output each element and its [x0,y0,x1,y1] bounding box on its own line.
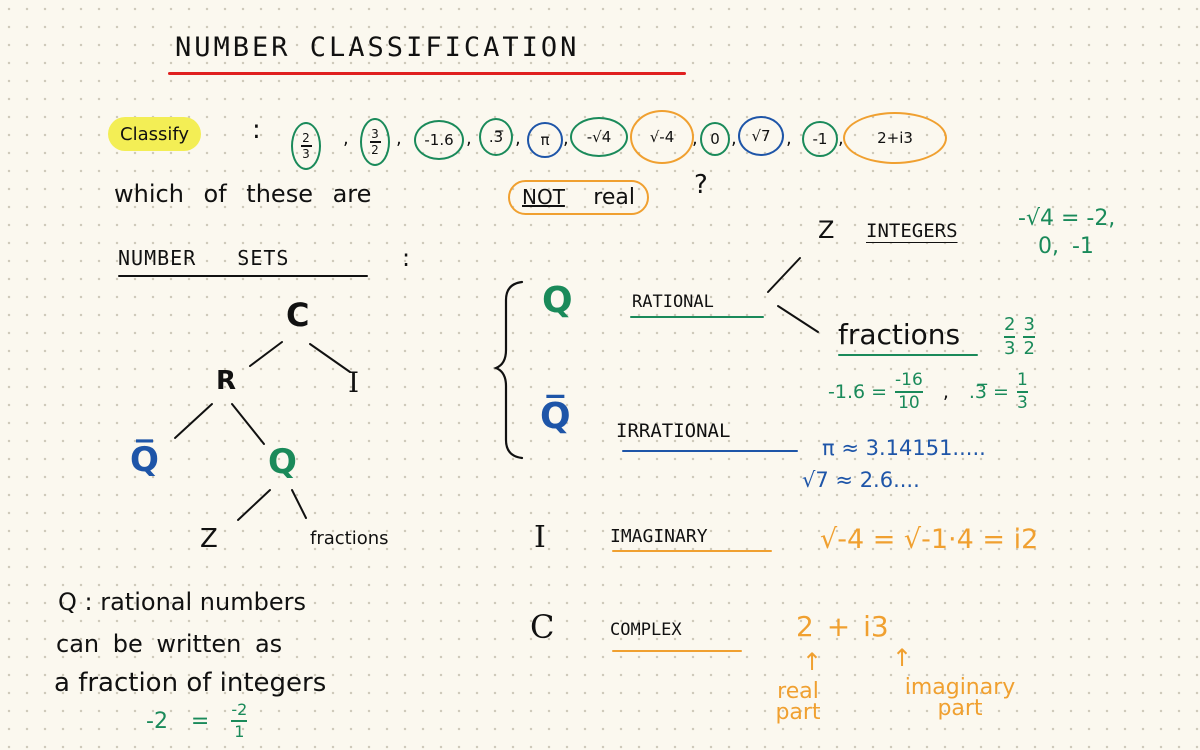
integers-examples-2: 0, -1 [1038,234,1094,259]
question-not-text: NOT [522,185,565,209]
classify-item-sqrt-7: √7 [738,116,784,156]
classify-item-pi: π [527,122,563,158]
irrational-symbol: Q̅ [540,396,571,437]
complex-symbol: C [530,608,555,646]
tree-real: R [216,366,237,396]
classify-item-neg-sqrt-4: -√4 [570,117,628,157]
number-sets-heading: NUMBER SETS [118,246,290,270]
number-sets-colon: : [402,244,411,272]
imaginary-example: √-4 = √-1·4 = i2 [820,524,1039,555]
question-real-text: real [593,185,635,210]
rational-underline [630,316,764,318]
irrational-label: IRRATIONAL [616,420,731,442]
classify-item-zero: 0 [700,122,730,156]
decimal-lhs: -1.6 = [828,381,888,403]
tree-irrational: Q̅ [130,440,159,480]
pi-approximation: π ≈ 3.14151..... [822,436,986,460]
imaginary-part-arrow: ↑ [892,644,913,672]
repeat-lhs: .3̅ = [968,381,1009,403]
imaginary-underline [612,550,772,552]
conversion-separator: , [942,381,949,403]
rational-label: RATIONAL [632,292,714,312]
real-part-label: real part [775,679,821,725]
number-sets-underline [118,275,368,277]
classify-label-text: Classify [120,123,190,145]
complex-underline [612,650,742,652]
complex-label: COMPLEX [610,620,682,640]
integers-symbol: Z [818,216,835,244]
rational-example-lhs: -2 = [146,708,210,734]
irrational-underline [622,450,798,452]
rational-note-line3: a fraction of integers [54,668,327,698]
rational-note-line2: can be written as [56,630,283,658]
page-title: NUMBER CLASSIFICATION [175,32,580,63]
tree-complex: C [286,296,310,334]
classify-item-sqrt-neg-4: √-4 [630,110,694,164]
classify-label: Classify [108,117,202,151]
sqrt7-approximation: √7 ≈ 2.6.... [802,468,920,492]
imaginary-symbol: I [534,520,546,555]
classify-item-neg-1-6: -1.6 [414,120,464,160]
rational-symbol: Q [542,280,573,321]
tree-imaginary: I [348,366,360,399]
tree-integers: Z [200,524,218,554]
fractions-label: fractions [838,318,961,351]
question-not: NOT real [508,180,649,215]
integers-label: INTEGERS [866,220,958,242]
classify-item-complex: 2+i3 [843,112,947,164]
integers-examples-1: -√4 = -2, [1018,206,1116,231]
classify-item-neg-1: -1 [802,121,838,157]
imaginary-label: IMAGINARY [610,526,708,547]
classify-item-repeating-3: .3̅ [479,118,513,156]
question-mark: ? [694,170,708,200]
question-text: which of these are [114,180,372,208]
fractions-underline [838,354,978,356]
classify-colon: : [252,115,261,145]
title-underline [168,72,686,75]
tree-rational: Q [268,442,297,482]
rational-note-line1: Q : rational numbers [58,588,306,616]
complex-example: 2 + i3 [796,610,889,643]
real-part-arrow: ↑ [802,648,823,676]
tree-fractions: fractions [310,528,389,549]
imaginary-part-label: imaginary part [904,675,1016,721]
